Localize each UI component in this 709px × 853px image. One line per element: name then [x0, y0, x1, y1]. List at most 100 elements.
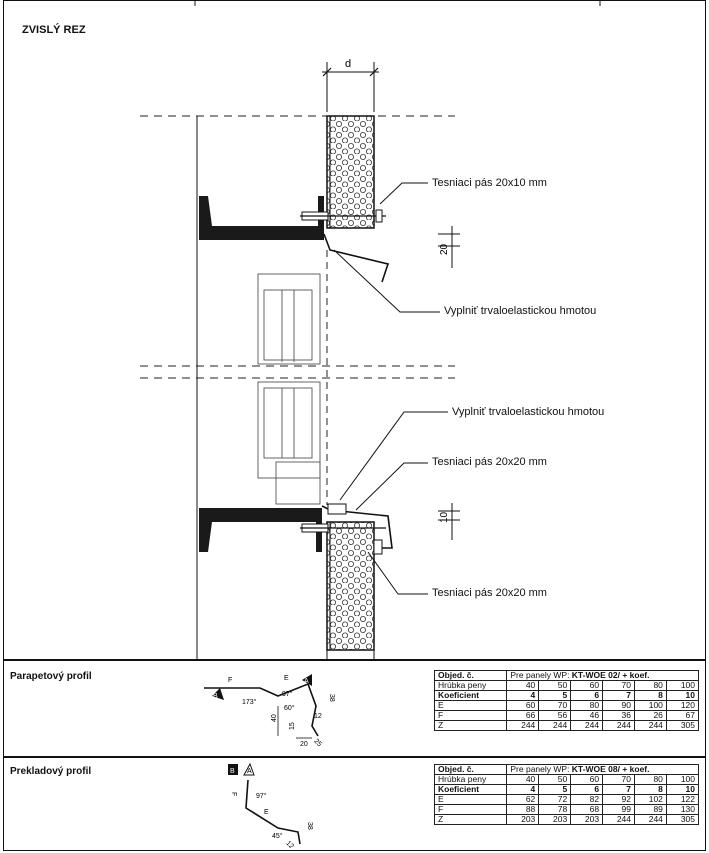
table-cell: 50 [538, 680, 572, 691]
table-cell: 244 [634, 814, 667, 825]
table-cell: 102 [634, 794, 667, 805]
table-cell: 90 [602, 700, 635, 711]
table-cell: 78 [538, 804, 572, 815]
table-cell: 7 [602, 690, 635, 701]
callout-seal-strip-20x10: Tesniaci pás 20x10 mm [432, 177, 547, 189]
label-45: 45° [272, 832, 283, 840]
table-cell: 80 [634, 680, 667, 691]
table-cell: 72 [538, 794, 572, 805]
table-cell: 26 [634, 710, 667, 721]
table-cell: 203 [538, 814, 572, 825]
parapet-profile-sketch: B A F E 173° 97° 60° 38 12 40 15 20 25 [204, 674, 335, 748]
label-B: B [230, 768, 235, 775]
table-cell: 66 [506, 710, 540, 721]
lintel-section-frame [3, 757, 706, 851]
table-cell: Z [433, 720, 508, 731]
lower-flashing [321, 505, 393, 549]
lintel-profile-sketch: B A F 97° E 45° 12 38 [228, 762, 313, 848]
table-cell: 40 [506, 774, 540, 785]
table-cell: Koeficient [433, 690, 508, 701]
window-frame [257, 273, 321, 505]
table-cell: 6 [570, 784, 604, 795]
label-60: 60° [284, 704, 295, 712]
table-cell: 5 [538, 690, 572, 701]
callout-elastic-fill-lower: Vyplniť trvaloelastickou hmotou [452, 406, 605, 418]
lintel-profile-title: Prekladový profil [10, 766, 92, 777]
callout-seal-strip-20x20-top: Tesniaci pás 20x20 mm [432, 456, 547, 468]
table-cell: 60 [506, 700, 540, 711]
label-E: E [284, 675, 289, 682]
table-cell: 130 [665, 804, 700, 815]
table-cell: 70 [602, 680, 635, 691]
label-15: 15 [289, 722, 296, 730]
table-header-order: Objed. č. [433, 670, 508, 681]
table-cell: 70 [602, 774, 635, 785]
label-40: 40 [271, 714, 278, 722]
table-cell: 10 [665, 690, 700, 701]
table-cell: 99 [602, 804, 635, 815]
lower-sandwich-panel [326, 521, 375, 651]
table-cell: 305 [665, 720, 700, 731]
upper-flashing [323, 233, 390, 283]
table-cell: 40 [506, 680, 540, 691]
lower-steel-channel [199, 508, 322, 552]
table-cell: E [433, 700, 508, 711]
parapet-section-frame [3, 660, 706, 757]
table-cell: 244 [506, 720, 540, 731]
table-cell: 4 [506, 690, 540, 701]
table-cell: 203 [570, 814, 604, 825]
table-cell: 100 [634, 700, 667, 711]
table-cell: 244 [602, 720, 635, 731]
drawing-frame [3, 0, 706, 660]
callout-elastic-fill-upper: Vyplniť trvaloelastickou hmotou [444, 305, 597, 317]
table-cell: 56 [538, 710, 572, 721]
table-header-panels: Pre panely WP: KT-WOE 08/ + koef. [506, 764, 699, 775]
label-F: F [228, 677, 232, 684]
parapet-profile-title: Parapetový profil [10, 671, 92, 682]
table-cell: Koeficient [433, 784, 508, 795]
table-cell: Hrúbka peny [433, 774, 508, 785]
label-38: 38 [328, 694, 335, 702]
table-cell: 80 [634, 774, 667, 785]
table-cell: 7 [602, 784, 635, 795]
table-cell: E [433, 794, 508, 805]
table-cell: 122 [665, 794, 700, 805]
label-38: 38 [306, 822, 313, 830]
label-97: 97° [256, 792, 267, 800]
table-cell: 203 [506, 814, 540, 825]
label-97: 97° [282, 690, 293, 698]
lintel-spec-table: Objed. č. Pre panely WP: KT-WOE 08/ + ko… [433, 764, 700, 825]
drawing-title: ZVISLÝ REZ [22, 24, 86, 36]
table-cell: Hrúbka peny [433, 680, 508, 691]
label-20: 20 [300, 741, 308, 748]
table-cell: 244 [634, 720, 667, 731]
label-A: A [304, 678, 309, 685]
table-cell: 60 [570, 680, 604, 691]
table-cell: Z [433, 814, 508, 825]
leader-lines [333, 182, 448, 595]
label-F: F [230, 792, 237, 796]
table-cell: 244 [570, 720, 604, 731]
table-cell: 4 [506, 784, 540, 795]
table-cell: F [433, 804, 508, 815]
table-cell: 67 [665, 710, 700, 721]
upper-steel-channel [199, 196, 324, 240]
dimension-10: 10 [439, 511, 450, 523]
table-cell: 5 [538, 784, 572, 795]
table-cell: 244 [602, 814, 635, 825]
table-cell: 8 [634, 784, 667, 795]
table-cell: 88 [506, 804, 540, 815]
table-cell: 305 [665, 814, 700, 825]
table-cell: 100 [665, 774, 700, 785]
table-cell: 6 [570, 690, 604, 701]
table-cell: 80 [570, 700, 604, 711]
table-cell: 120 [665, 700, 700, 711]
table-cell: 50 [538, 774, 572, 785]
